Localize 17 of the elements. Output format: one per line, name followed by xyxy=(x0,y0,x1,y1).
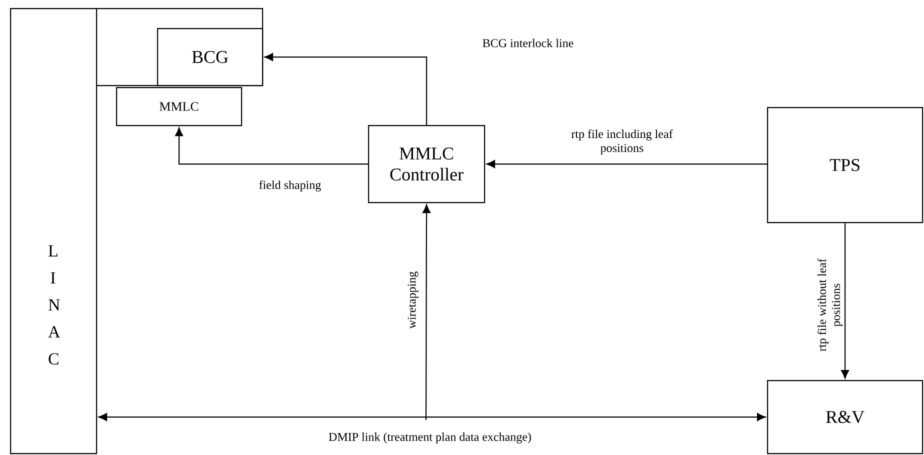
arrow xyxy=(98,413,766,422)
controller-box: MMLC Controller xyxy=(368,125,486,204)
system-box: TPS xyxy=(767,107,924,224)
component-box: BCG xyxy=(157,28,264,86)
edge-label: DMIP link (treatment plan data exchange) xyxy=(328,432,531,444)
edge-label: field shaping xyxy=(259,180,321,192)
edge-label: rtp file including leaf positions xyxy=(571,130,673,154)
arrow xyxy=(486,160,767,168)
arrow xyxy=(422,204,431,420)
arrow xyxy=(841,223,850,379)
system-box: R&V xyxy=(767,380,924,454)
arrow xyxy=(175,127,368,165)
arrow xyxy=(264,53,428,125)
edge-label: BCG interlock line xyxy=(482,38,574,48)
edge-label: wiretapping xyxy=(408,272,418,329)
edge-label: rtp file without leaf positions xyxy=(818,258,842,352)
component-box: MMLC xyxy=(116,87,242,126)
